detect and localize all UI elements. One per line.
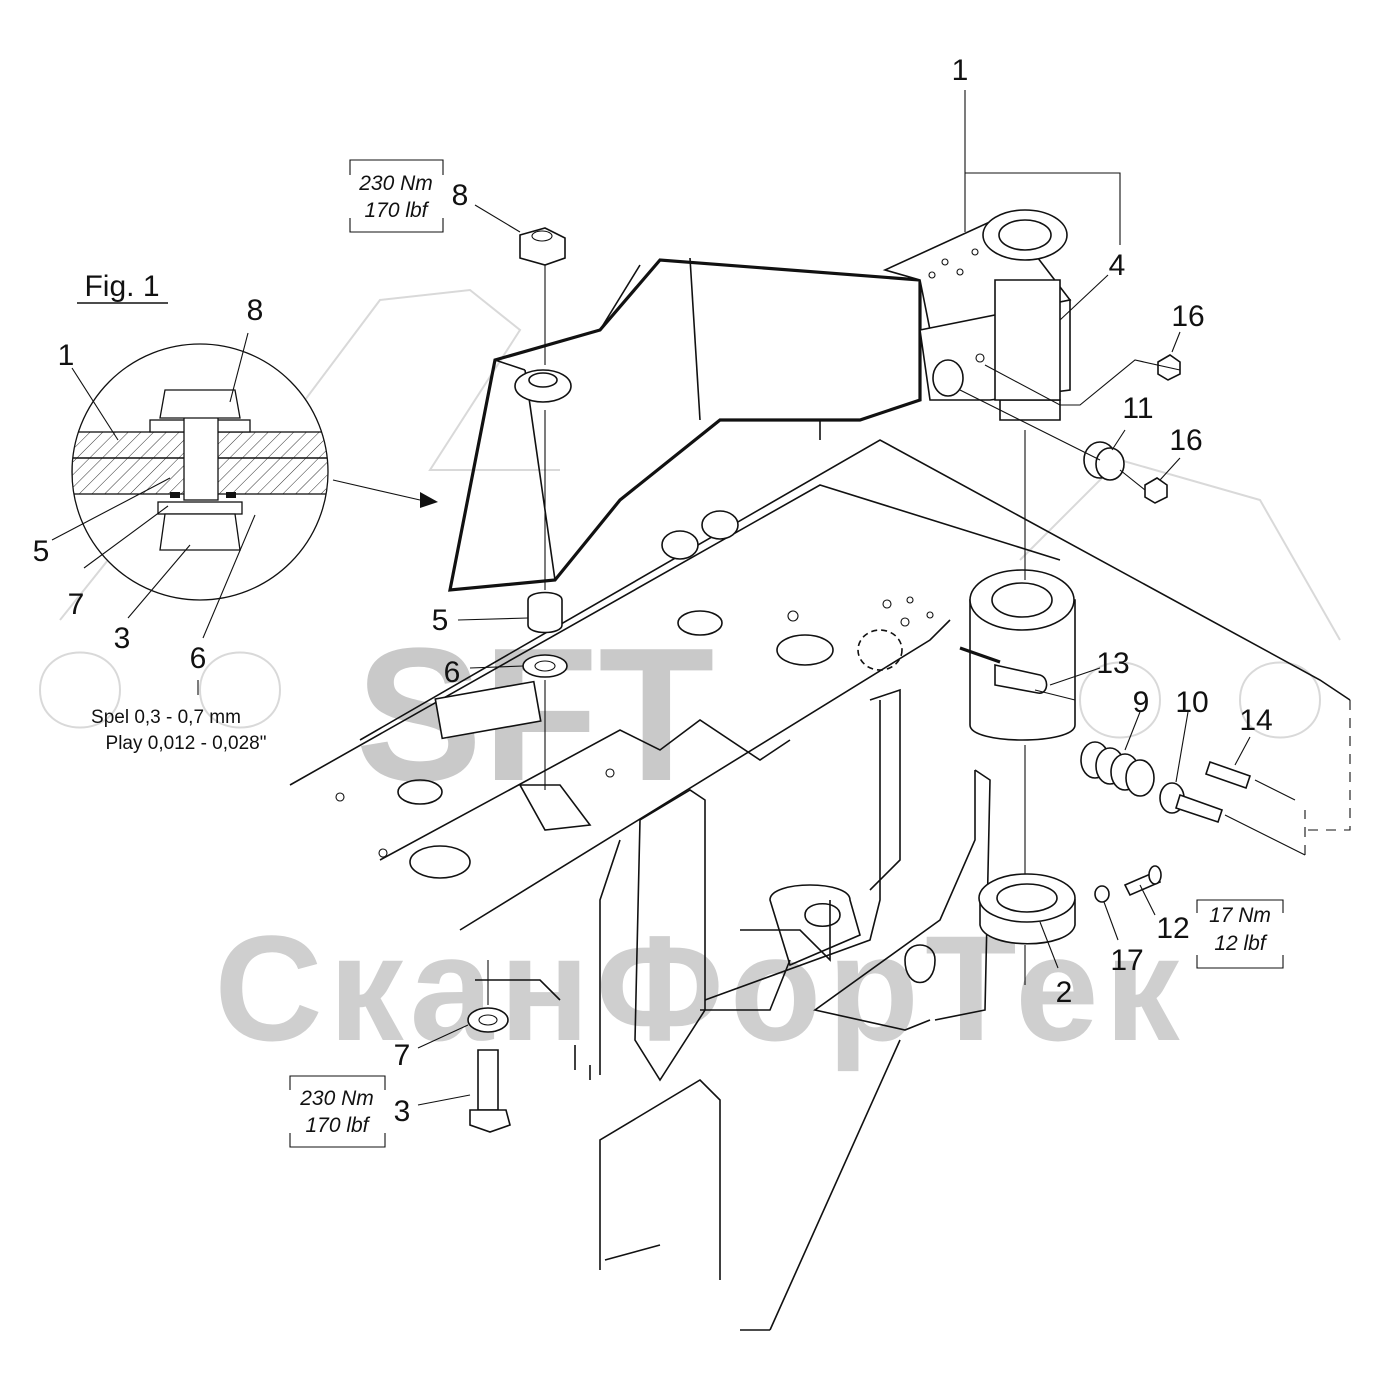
callout-part-10: 10 <box>1175 686 1208 719</box>
callout-part-16-lower: 16 <box>1169 424 1202 457</box>
callout-part-9: 9 <box>1133 686 1150 719</box>
callout-part-16-upper: 16 <box>1171 300 1204 333</box>
callout-part-17: 17 <box>1110 944 1143 977</box>
detail-callout-1: 1 <box>58 339 75 372</box>
torque-box-clamp: 17 Nm 12 lbf <box>1196 899 1284 969</box>
torque-box-top: 230 Nm 170 lbf <box>349 159 444 233</box>
torque-clamp-nm: 17 Nm <box>1209 904 1271 927</box>
torque-top-lbf: 170 lbf <box>364 199 429 222</box>
washer-6 <box>522 654 568 678</box>
torque-clamp-lbf: 12 lbf <box>1214 932 1268 955</box>
torque-box-bottom: 230 Nm 170 lbf <box>289 1075 386 1148</box>
detail-callout-3: 3 <box>114 622 131 655</box>
bushing-5 <box>527 591 563 634</box>
detail-figure <box>51 302 438 695</box>
torque-bottom-lbf: 170 lbf <box>305 1114 370 1137</box>
chassis-frame <box>289 420 1351 1331</box>
detail-callout-5: 5 <box>33 535 50 568</box>
torque-top-nm: 230 Nm <box>358 172 433 195</box>
detail-callout-6: 6 <box>190 642 207 675</box>
callout-part-14: 14 <box>1239 704 1272 737</box>
callout-part-6: 6 <box>444 656 461 689</box>
callout-part-4: 4 <box>1109 249 1126 282</box>
callout-part-7: 7 <box>394 1039 411 1072</box>
callout-part-2: 2 <box>1056 976 1073 1009</box>
callout-part-3: 3 <box>394 1095 411 1128</box>
screw-14 <box>1204 760 1252 790</box>
detail-callout-7: 7 <box>68 588 85 621</box>
callout-numbers: 1 4 8 16 11 16 5 6 13 9 10 14 12 17 2 7 … <box>394 54 1273 1128</box>
nut-8 <box>519 227 566 266</box>
bolt-3 <box>477 1049 499 1111</box>
detail-labels: Fig. 1 8 1 5 7 3 6 Spel 0,3 - 0,7 mm Pla… <box>33 270 267 754</box>
nut-16-lower <box>1144 477 1168 504</box>
bushing-11 <box>1083 441 1125 481</box>
callout-part-5: 5 <box>432 604 449 637</box>
spring-9 <box>1080 741 1155 797</box>
torque-bottom-nm: 230 Nm <box>299 1087 374 1110</box>
callout-part-11: 11 <box>1122 392 1153 425</box>
small-parts <box>467 227 1351 1133</box>
callout-leaders <box>417 90 1251 1106</box>
bolt-10 <box>1159 782 1224 824</box>
callout-part-8: 8 <box>452 179 469 212</box>
callout-part-13: 13 <box>1096 647 1129 680</box>
play-spec-line-2: Play 0,012 - 0,028" <box>106 733 267 754</box>
sleeve-13-holder <box>969 599 1076 741</box>
bracket-arm <box>448 209 1072 592</box>
play-spec-line-1: Spel 0,3 - 0,7 mm <box>91 707 241 728</box>
callout-part-1: 1 <box>952 54 969 87</box>
frame-holes <box>335 596 934 879</box>
callout-part-12: 12 <box>1156 912 1189 945</box>
washer-17 <box>1094 885 1110 903</box>
washer-7 <box>467 1007 509 1033</box>
detail-callout-8: 8 <box>247 294 264 327</box>
figure-label: Fig. 1 <box>84 270 159 303</box>
